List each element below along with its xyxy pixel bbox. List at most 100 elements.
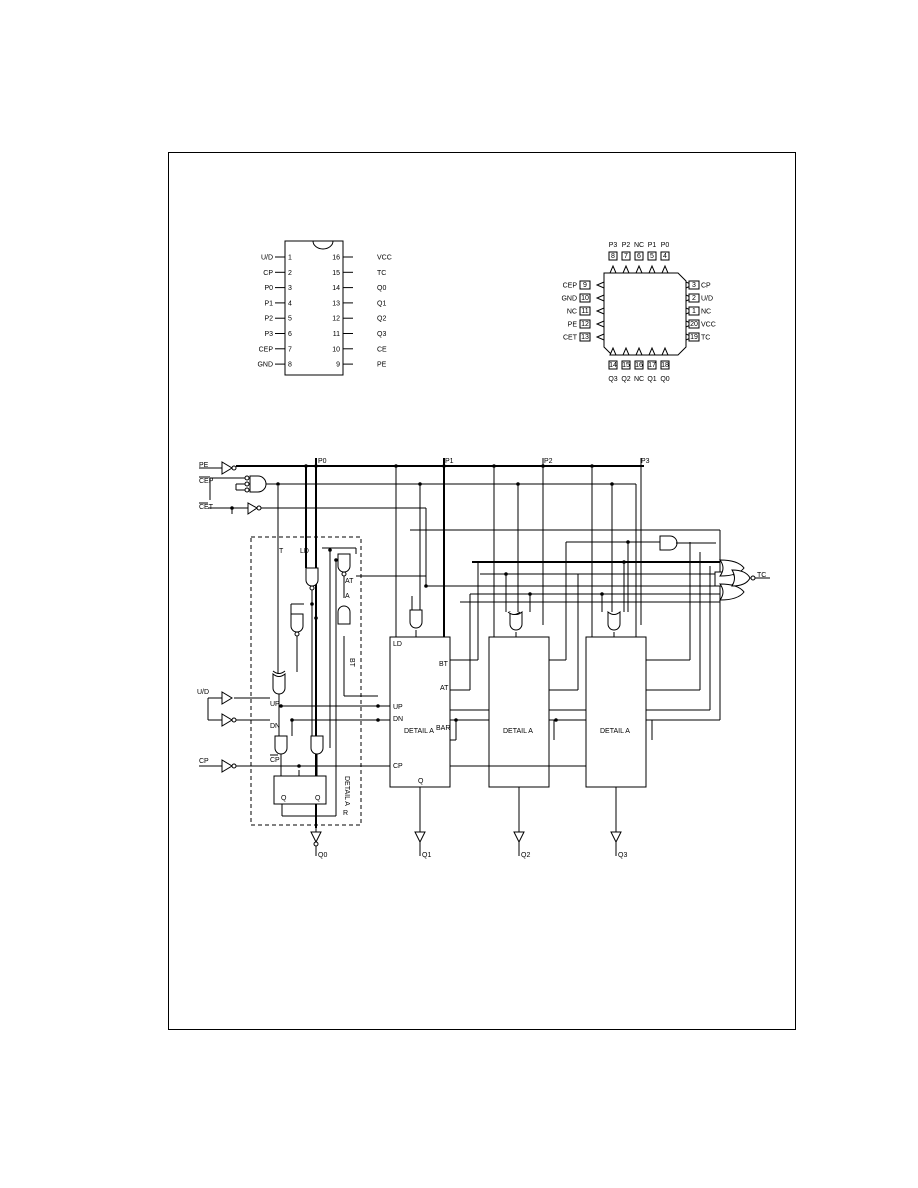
- t-label: T: [279, 548, 284, 555]
- output-q1: Q1: [414, 787, 431, 859]
- cet-buffer: [247, 502, 258, 515]
- figure-frame: [168, 152, 796, 1030]
- plcc-pin-label-2: U/D: [701, 296, 713, 303]
- junction-dot: [442, 464, 446, 468]
- output-q0: Q0: [310, 831, 327, 859]
- dip-pin-num-15: 15: [332, 270, 340, 277]
- junction-dot: [622, 560, 626, 564]
- svg-text:Q: Q: [315, 795, 321, 802]
- plcc-pin-label-8: P3: [609, 242, 618, 249]
- bt-label: BT: [348, 658, 355, 668]
- junction-dot: [424, 584, 428, 588]
- plcc-pin-label-9: CEP: [563, 283, 578, 290]
- plcc-pin-num-7: 7: [624, 253, 628, 260]
- plcc-pin-label-13: CET: [563, 335, 578, 342]
- dip-pin-num-11: 11: [333, 331, 340, 338]
- svg-text:Q0: Q0: [318, 852, 327, 859]
- junction-dot: [492, 464, 496, 468]
- ud-buffer: [221, 691, 233, 705]
- dip-pin-num-6: 6: [288, 331, 292, 338]
- plcc-pin-label-6: NC: [634, 242, 644, 249]
- dip-pin-num-16: 16: [332, 255, 340, 262]
- dip-pin-num-14: 14: [332, 285, 340, 292]
- junction-dot: [590, 464, 594, 468]
- up-label: UP: [270, 701, 280, 708]
- dip-pin-label-7: CEP: [259, 346, 274, 353]
- plcc-pin-label-7: P2: [622, 242, 631, 249]
- tc-output-label: TC: [757, 572, 766, 579]
- plcc-pin-label-16: NC: [634, 376, 644, 383]
- plcc-pin-label-3: CP: [701, 283, 711, 290]
- cp-buffer: [221, 759, 233, 773]
- plcc-pin-num-8: 8: [611, 253, 615, 260]
- dip-notch: [312, 240, 334, 250]
- tc-and-gate: [659, 535, 678, 551]
- plcc-pin-label-19: TC: [701, 335, 710, 342]
- dip-pin-num-8: 8: [288, 362, 292, 369]
- dip-pin-label-12: Q2: [377, 316, 386, 323]
- dip-pin-num-7: 7: [288, 346, 292, 353]
- dip-pin-label-16: VCC: [377, 255, 392, 262]
- plcc-pin-label-18: Q0: [660, 376, 669, 383]
- dip-pin-label-13: Q1: [377, 300, 386, 307]
- junction-dot: [610, 482, 614, 486]
- dip-pin-label-1: U/D: [261, 255, 273, 262]
- p1-label: P1: [445, 458, 454, 465]
- svg-text:LD: LD: [393, 641, 402, 648]
- p2-label: P2: [544, 458, 553, 465]
- junction-dot: [297, 764, 301, 768]
- dip-pin-label-8: GND: [257, 362, 273, 369]
- plcc-package: 8P37P26NC5P14P014Q315Q216NC17Q118Q09CEP1…: [561, 242, 715, 383]
- junction-dot: [418, 482, 422, 486]
- dip-pin-num-13: 13: [332, 300, 340, 307]
- plcc-pin-num-2: 2: [692, 295, 696, 302]
- plcc-pin-num-6: 6: [637, 253, 641, 260]
- svg-text:AT: AT: [440, 685, 449, 692]
- dip-pin-label-14: Q0: [377, 285, 386, 292]
- detail-label-2: DETAIL A: [503, 728, 533, 735]
- dip-pin-num-1: 1: [288, 255, 292, 262]
- svg-text:Q2: Q2: [521, 852, 530, 859]
- r-label: R: [343, 810, 348, 817]
- junction-dot: [279, 704, 283, 708]
- plcc-pin-label-14: Q3: [608, 376, 617, 383]
- plcc-pin-num-9: 9: [583, 282, 587, 289]
- plcc-pin-label-11: NC: [567, 309, 577, 316]
- plcc-pin-num-1: 1: [692, 308, 696, 315]
- dip-pin-num-2: 2: [288, 270, 292, 277]
- plcc-pin-label-20: VCC: [701, 322, 716, 329]
- dip-pin-label-9: PE: [377, 362, 387, 369]
- junction-dot: [328, 548, 332, 552]
- svg-text:BAR: BAR: [436, 725, 450, 732]
- dip-pin-num-10: 10: [332, 346, 340, 353]
- junction-dot: [276, 482, 280, 486]
- output-q3: Q3: [610, 787, 627, 859]
- plcc-pin-num-20: 20: [690, 321, 698, 328]
- svg-text:UP: UP: [393, 704, 403, 711]
- ud-input-label: U/D: [197, 689, 209, 696]
- plcc-pin-num-10: 10: [581, 295, 589, 302]
- output-q2: Q2: [513, 787, 530, 859]
- junction-dot: [626, 540, 630, 544]
- junction-dot: [554, 718, 558, 722]
- junction-dot: [376, 704, 380, 708]
- dip-pin-num-9: 9: [336, 362, 340, 369]
- internal-flip-flop: [273, 775, 327, 805]
- dip-pin-num-3: 3: [288, 285, 292, 292]
- detail-internal-label: DETAIL A: [343, 776, 350, 806]
- detail-block-2: [488, 636, 550, 788]
- detail-label-3: DETAIL A: [600, 728, 630, 735]
- detail-block-1: [389, 636, 451, 788]
- detail-a-box: [250, 536, 362, 826]
- plcc-pin-num-19: 19: [690, 334, 698, 341]
- dip-body: [284, 240, 344, 376]
- plcc-pin-num-11: 11: [581, 308, 588, 315]
- plcc-pin-num-5: 5: [650, 253, 654, 260]
- plcc-pin-num-3: 3: [692, 282, 696, 289]
- dn-label: DN: [270, 723, 280, 730]
- dip-pin-label-5: P2: [264, 316, 273, 323]
- junction-dot: [334, 558, 338, 562]
- junction-dot: [290, 718, 294, 722]
- plcc-pin-num-4: 4: [663, 253, 667, 260]
- junction-dot: [600, 592, 604, 596]
